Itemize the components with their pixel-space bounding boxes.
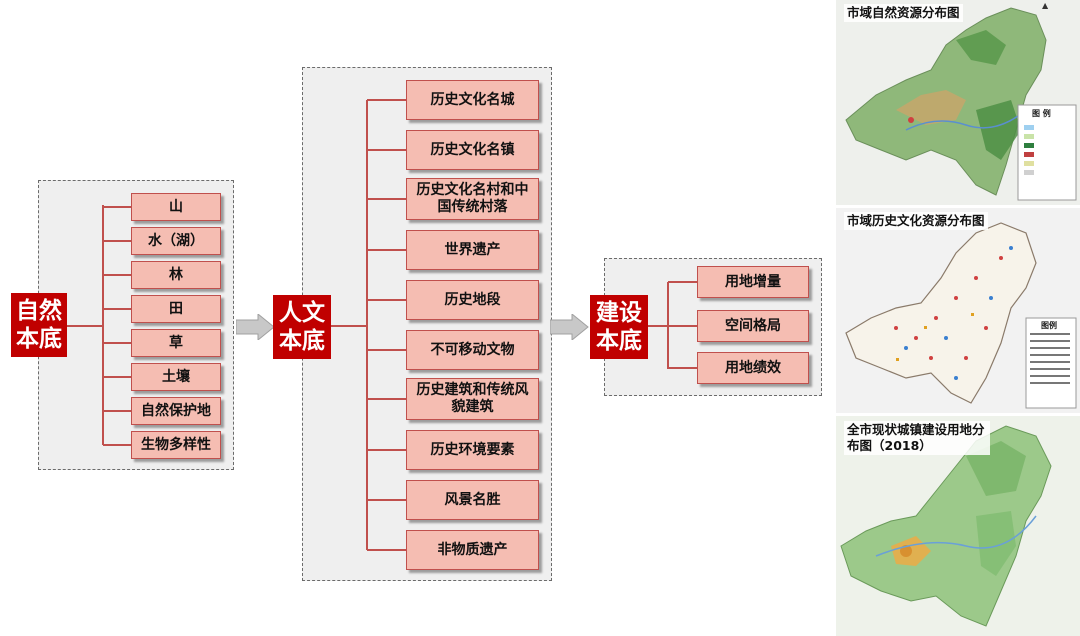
cultural-item: 历史文化名城 [406,80,539,120]
construction-item: 用地绩效 [697,352,809,384]
cultural-item: 非物质遗产 [406,530,539,570]
natural-item: 田 [131,295,221,323]
cultural-map-legend-title: 图例 [1041,321,1057,330]
natural-branch-line [103,240,131,242]
cultural-branch-line [367,99,406,101]
cultural-resources-map-image [836,208,1080,413]
construction-branch-line [668,325,697,327]
natural-branch-line [103,376,131,378]
natural-map-legend-title: 图 例 [1032,109,1051,118]
natural-item: 山 [131,193,221,221]
natural-resources-map-image: ▲ [836,0,1080,205]
cultural-branch-line [367,299,406,301]
natural-branch-line [103,342,131,344]
natural-item: 林 [131,261,221,289]
cultural-item: 历史地段 [406,280,539,320]
cultural-branch-line [367,549,406,551]
construction-group-label: 建设 本底 [590,295,648,359]
natural-branch-line [103,444,131,446]
construction-branch-line [668,367,697,369]
cultural-branch-line [367,398,406,400]
construction-connector-stem [648,325,668,327]
cultural-connector-stem [331,325,367,327]
natural-group-label: 自然 本底 [11,293,67,357]
construction-map-title: 全市现状城镇建设用地分布图（2018） [844,421,990,455]
cultural-map-title: 市域历史文化资源分布图 [844,212,988,230]
cultural-branch-line [367,499,406,501]
flow-arrow-icon [550,314,589,340]
construction-item: 空间格局 [697,310,809,342]
flow-arrow-icon [236,314,275,340]
natural-branch-line [103,274,131,276]
cultural-item: 历史建筑和传统风貌建筑 [406,378,539,420]
natural-item: 草 [131,329,221,357]
natural-map-title: 市域自然资源分布图 [844,4,963,22]
construction-land-map: 全市现状城镇建设用地分布图（2018） [836,416,1080,636]
natural-connector-stem [67,325,103,327]
svg-text:▲: ▲ [1042,1,1049,10]
natural-item: 水（湖） [131,227,221,255]
cultural-item: 历史文化名镇 [406,130,539,170]
natural-connector-spine [102,205,104,445]
cultural-item: 风景名胜 [406,480,539,520]
natural-item: 自然保护地 [131,397,221,425]
construction-item: 用地增量 [697,266,809,298]
natural-branch-line [103,206,131,208]
cultural-group-label: 人文 本底 [273,295,331,359]
cultural-item: 不可移动文物 [406,330,539,370]
cultural-branch-line [367,349,406,351]
cultural-item: 世界遗产 [406,230,539,270]
construction-branch-line [668,281,697,283]
natural-branch-line [103,410,131,412]
cultural-branch-line [367,149,406,151]
natural-item: 生物多样性 [131,431,221,459]
natural-item: 土壤 [131,363,221,391]
cultural-connector-spine [366,100,368,550]
cultural-branch-line [367,198,406,200]
cultural-item: 历史文化名村和中国传统村落 [406,178,539,220]
cultural-resources-map: 市域历史文化资源分布图 图例 [836,208,1080,413]
cultural-branch-line [367,249,406,251]
natural-branch-line [103,308,131,310]
cultural-branch-line [367,449,406,451]
natural-resources-map: ▲ 市域自然资源分布图 图 例 [836,0,1080,205]
cultural-item: 历史环境要素 [406,430,539,470]
